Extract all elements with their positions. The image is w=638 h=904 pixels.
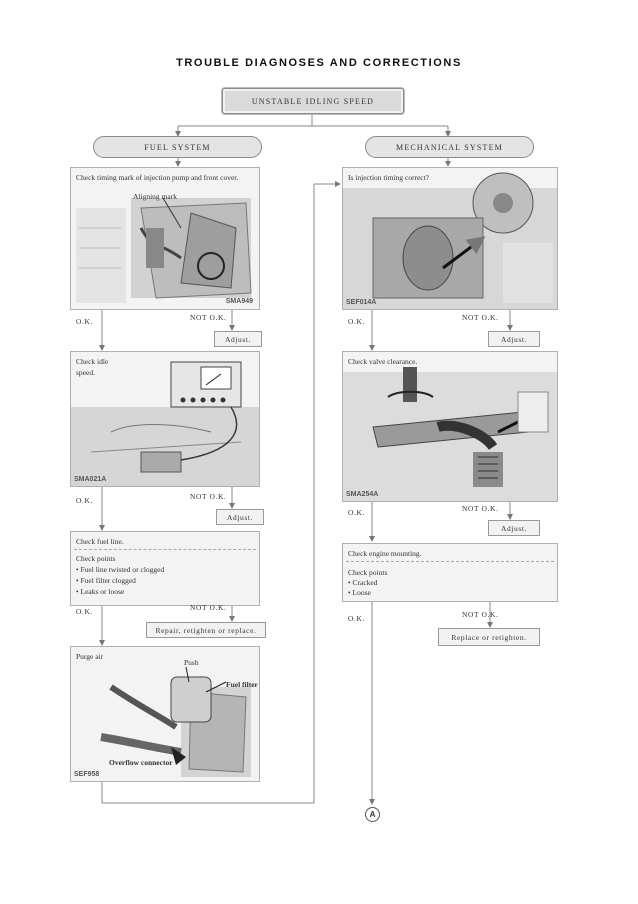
not-ok-label: NOT O.K. — [462, 313, 499, 322]
fuel-line-panel: Check fuel line. Check points • Fuel lin… — [70, 531, 260, 606]
check-point-item: • Fuel line twisted or clogged — [76, 565, 165, 574]
injection-timing-panel: Is injection timing correct? SEF014A — [342, 167, 558, 310]
fuel-system-header: FUEL SYSTEM — [93, 136, 262, 158]
adjust-action: Adjust. — [216, 509, 264, 525]
timing-mark-panel: Check timing mark of injection pump and … — [70, 167, 260, 310]
replace-action: Replace or retighten. — [438, 628, 540, 646]
not-ok-label: NOT O.K. — [462, 504, 499, 513]
adjust-action: Adjust. — [488, 520, 540, 536]
not-ok-label: NOT O.K. — [190, 313, 227, 322]
timing-mark-text: Check timing mark of injection pump and … — [76, 173, 239, 182]
adjust-label: Adjust. — [226, 512, 254, 522]
valve-clearance-text: Check valve clearance. — [348, 357, 418, 366]
figure-code: SMA254A — [346, 491, 379, 498]
adjust-action: Adjust. — [488, 331, 540, 347]
idle-speed-panel: Check idle speed. SMA021A — [70, 351, 260, 487]
purge-air-text: Purge air — [76, 652, 104, 661]
fuel-system-label: FUEL SYSTEM — [144, 142, 211, 152]
ok-label: O.K. — [76, 317, 93, 326]
figure-code: SMA021A — [74, 476, 107, 483]
start-box-label: UNSTABLE IDLING SPEED — [251, 96, 375, 106]
replace-label: Replace or retighten. — [451, 632, 527, 642]
ok-label: O.K. — [348, 614, 365, 623]
injection-timing-text: Is injection timing correct? — [348, 173, 430, 182]
injection-pump-illustration — [76, 197, 252, 303]
figure-code: SMA949 — [225, 298, 253, 305]
idle-speed-line2: speed. — [76, 368, 95, 377]
connector-a: A — [365, 807, 380, 822]
ok-label: O.K. — [76, 496, 93, 505]
connector-label: A — [369, 810, 376, 819]
fuel-line-heading: Check fuel line. — [76, 537, 124, 546]
engine-mounting-panel: Check engine mounting. Check points • Cr… — [342, 543, 558, 602]
tachometer-illustration — [71, 361, 259, 486]
divider — [74, 549, 256, 550]
fuel-filter-label: Fuel filter — [226, 680, 258, 689]
repair-label: Repair, retighten or replace. — [155, 625, 257, 635]
adjust-label: Adjust. — [500, 523, 528, 533]
not-ok-label: NOT O.K. — [190, 603, 227, 612]
check-points-label: Check points — [348, 568, 388, 577]
figure-code: SEF014A — [346, 299, 377, 306]
check-point-item: • Leaks or loose — [76, 587, 125, 596]
check-point-item: • Cracked — [348, 578, 378, 587]
start-box: UNSTABLE IDLING SPEED — [222, 88, 404, 114]
ok-label: O.K. — [348, 317, 365, 326]
adjust-label: Adjust. — [224, 334, 252, 344]
injection-timing-illustration — [343, 172, 557, 309]
push-label: Push — [184, 658, 199, 667]
engine-mounting-heading: Check engine mounting. — [348, 549, 422, 558]
mechanical-system-label: MECHANICAL SYSTEM — [396, 142, 503, 152]
overflow-connector-label: Overflow connector — [109, 758, 173, 767]
ok-label: O.K. — [348, 508, 365, 517]
purge-air-panel: Purge air Push Fuel filter Overflow conn… — [70, 646, 260, 782]
figure-code: SEF958 — [74, 771, 100, 778]
check-point-item: • Fuel filter clogged — [76, 576, 136, 585]
not-ok-label: NOT O.K. — [462, 610, 499, 619]
page-title: TROUBLE DIAGNOSES AND CORRECTIONS — [176, 57, 462, 69]
repair-action: Repair, retighten or replace. — [146, 622, 266, 638]
idle-speed-line1: Check idle — [76, 357, 109, 366]
adjust-label: Adjust. — [500, 334, 528, 344]
ok-label: O.K. — [76, 607, 93, 616]
fuel-filter-illustration — [100, 666, 251, 777]
mechanical-system-header: MECHANICAL SYSTEM — [365, 136, 534, 158]
divider — [346, 561, 554, 562]
aligning-mark-callout: Aligning mark — [133, 192, 177, 201]
check-point-item: • Loose — [348, 588, 371, 597]
adjust-action: Adjust. — [214, 331, 262, 347]
not-ok-label: NOT O.K. — [190, 492, 227, 501]
valve-clearance-panel: Check valve clearance. SMA254A — [342, 351, 558, 502]
check-points-label: Check points — [76, 554, 116, 563]
valve-clearance-illustration — [343, 367, 557, 501]
